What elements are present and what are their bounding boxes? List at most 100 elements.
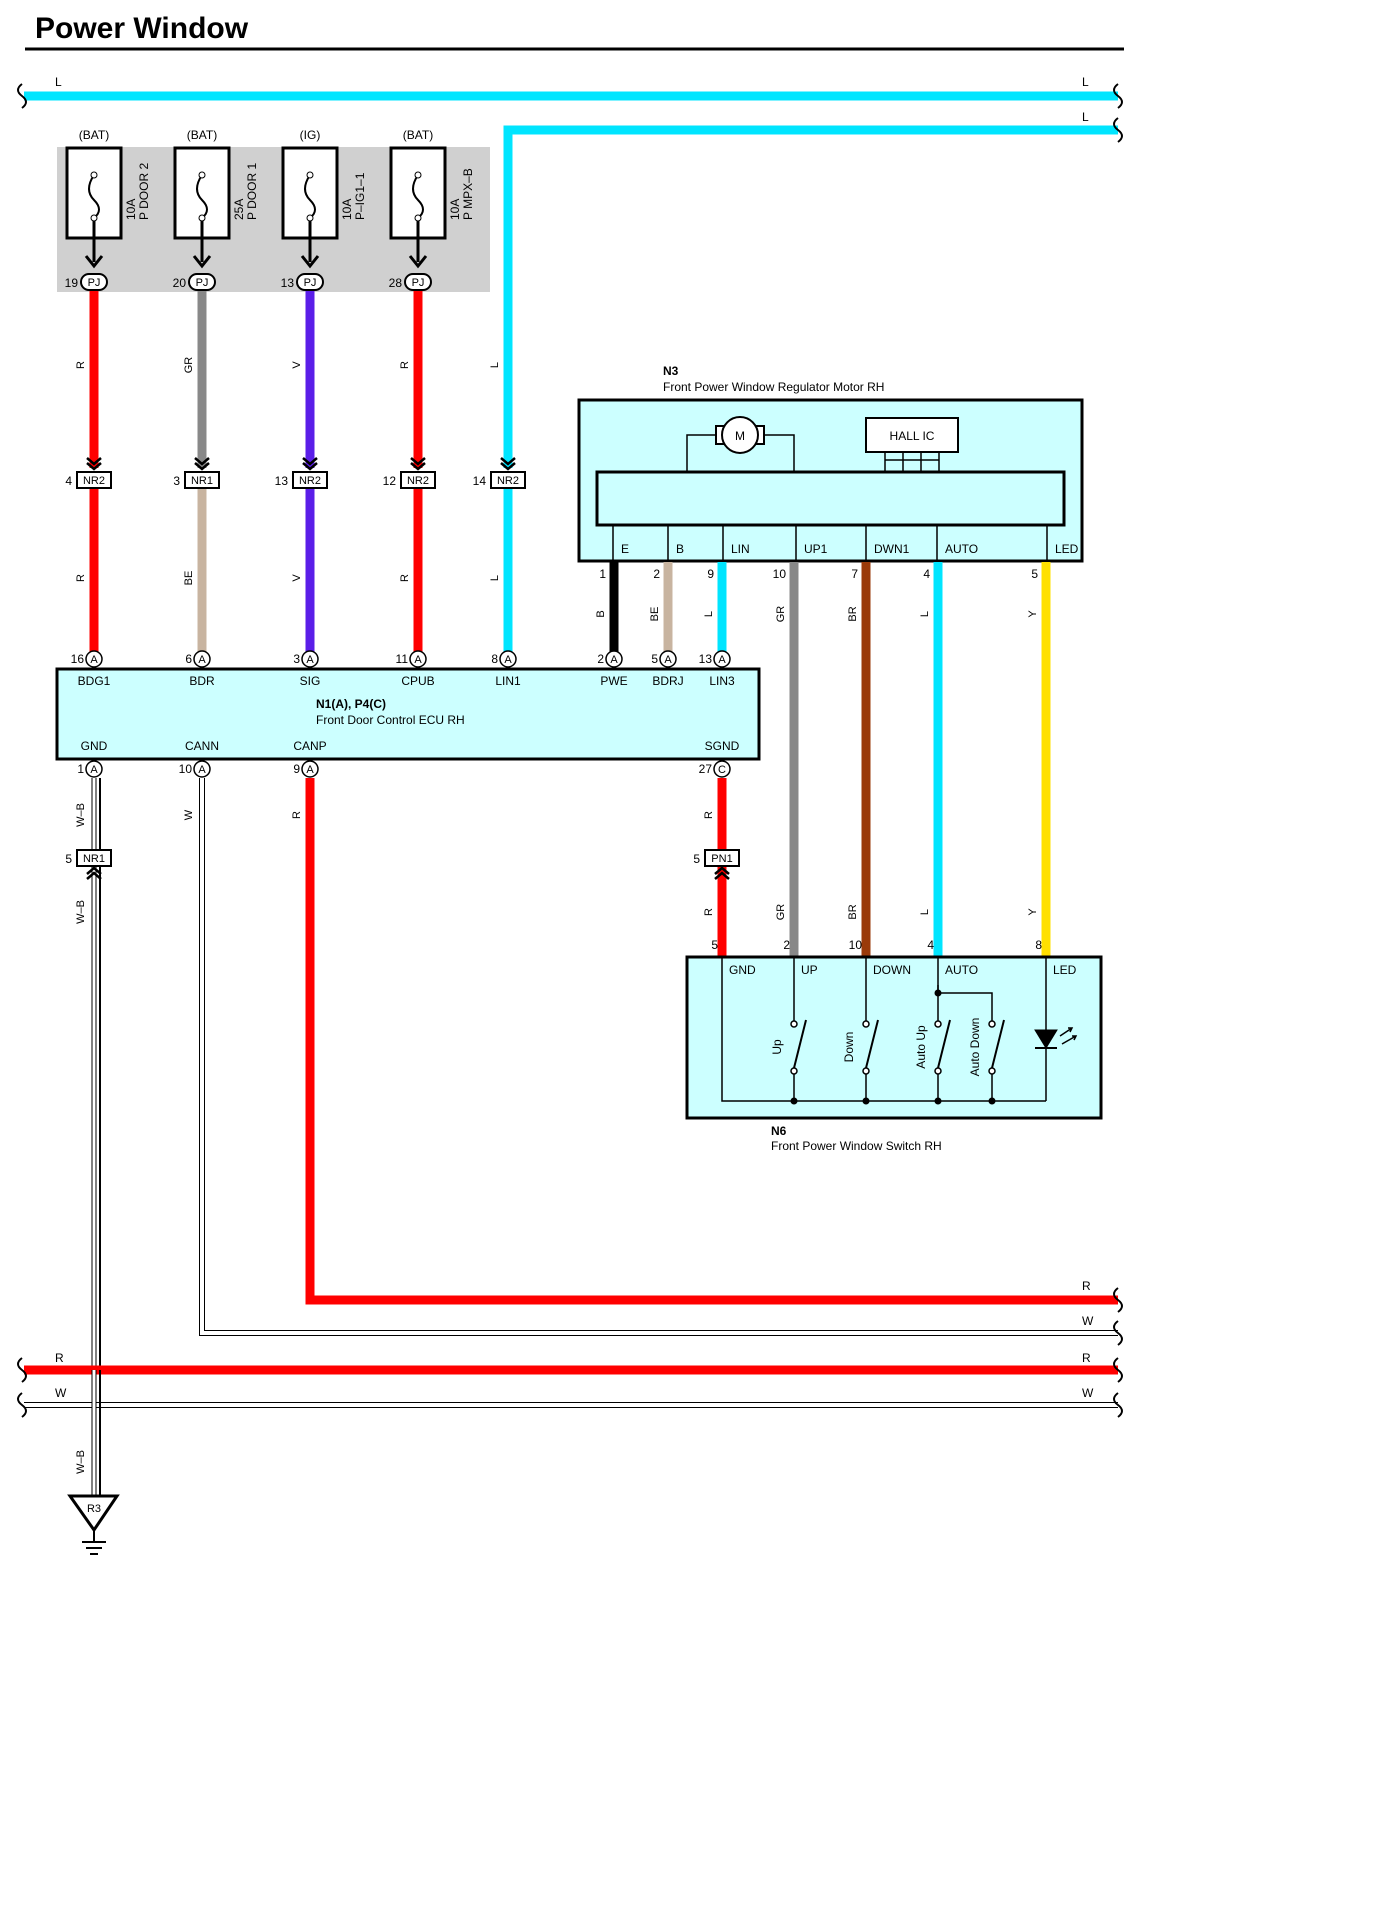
junction-4-label: NR2 [407, 475, 429, 487]
fuse-2-supply: (BAT) [187, 128, 217, 142]
fuse-2-dot-bottom [198, 214, 206, 222]
cann-break [1113, 1320, 1123, 1346]
ecu-pin-lin1-circle [499, 650, 517, 668]
junction-4-wire-code: R [399, 574, 411, 582]
switch-terminal-up-pin: 2 [783, 938, 790, 952]
fuse-2-arrow-icon [192, 255, 212, 269]
hall-ic-label: HALL IC [890, 429, 935, 443]
junction-3-wire-code: V [291, 574, 303, 582]
ecu-pin-sgnd-number: 27 [699, 762, 713, 776]
motor-n3-inner-module [595, 470, 1066, 527]
fuse-3-wire-code: V [291, 361, 303, 369]
fuse-3-rating: 10A [340, 199, 354, 220]
fuse-3-dot-top [306, 171, 314, 179]
ecu-pin-cann-circle [193, 760, 211, 778]
motor-terminal-auto-label: AUTO [945, 542, 978, 556]
lower-junction-nr1-label: NR1 [83, 853, 105, 865]
switch-contact-down-label: Down [842, 1032, 856, 1063]
switch-contact-up-node [790, 1097, 798, 1105]
motor-auto-wire-code-bottom: L [919, 909, 931, 915]
ecu-pin-pwe-label: PWE [600, 674, 627, 688]
led-icon [1034, 1029, 1058, 1049]
motor-terminal-led-pin: 5 [1031, 567, 1038, 581]
fuse-3-arrow-icon [300, 255, 320, 269]
fuse-4-name: P MPX–B [461, 168, 475, 220]
fuse-1-pj-box [80, 273, 108, 291]
switch-terminal-led-pin: 8 [1035, 938, 1042, 952]
motor-terminal-e-pin: 1 [599, 567, 606, 581]
ecu-pin-bdrj-circle [659, 650, 677, 668]
motor-led-wire-code-bottom: Y [1027, 908, 1039, 916]
ecu-pin-sgnd-label: SGND [705, 739, 740, 753]
ecu-pin-canp-circle [301, 760, 319, 778]
junction-3-chevron-icon [302, 457, 318, 471]
fuse-3-pin: 13 [281, 276, 295, 290]
ground-r3-triangle [67, 1494, 120, 1533]
lower-junction-pn1-box [704, 849, 740, 867]
ecu-pin-canp-letter: A [306, 764, 314, 776]
switch-terminal-up-label: UP [801, 963, 818, 977]
ecu-pin-lin3-number: 13 [699, 652, 713, 666]
junction-5-box [490, 471, 526, 489]
fuse-4-conn: PJ [412, 277, 425, 289]
junction-4-pin: 12 [383, 474, 397, 488]
switch-contact-auto-down-node [988, 1097, 996, 1105]
fuse-1-rating: 10A [124, 199, 138, 220]
junction-5-pin: 14 [473, 474, 487, 488]
ecu-box [55, 667, 761, 761]
motor-e-wire-code: B [595, 610, 607, 617]
motor-terminal-up1-label: UP1 [804, 542, 828, 556]
switch-terminal-auto-pin: 4 [927, 938, 934, 952]
switch-terminal-gnd-pin: 5 [711, 938, 718, 952]
ground-r3-label: R3 [87, 1503, 101, 1515]
motor-up-wire-code-bottom: GR [775, 904, 787, 921]
fuse-2-rating: 25A [232, 199, 246, 220]
switch-contact-down-dot-top [862, 1020, 870, 1028]
fuse-1-pin: 19 [65, 276, 79, 290]
fuse-2-conn: PJ [196, 277, 209, 289]
ecu-pin-cann-letter: A [198, 764, 206, 776]
bus-w-label-right: W [1082, 1386, 1094, 1400]
fuse-2-element-icon [196, 174, 208, 219]
canp-wire-code: R [291, 811, 303, 819]
ecu-pin-gnd-letter: A [90, 764, 98, 776]
fuse-2-pin: 20 [173, 276, 187, 290]
lower-junction-pn1-label: PN1 [711, 853, 732, 865]
switch-contact-down-dot-bottom [862, 1067, 870, 1075]
ecu-pin-cpub-letter: A [414, 654, 422, 666]
motor-terminal-b-pin: 2 [653, 567, 660, 581]
fuse-1-arrow-icon [84, 255, 104, 269]
motor-id: N3 [663, 364, 679, 378]
motor-terminal-e-label: E [621, 542, 629, 556]
motor-lin-wire-code: L [703, 611, 715, 617]
switch-contact-up-dot-bottom [790, 1067, 798, 1075]
ecu-pin-canp-label: CANP [293, 739, 326, 753]
junction-5-chevron-icon [500, 457, 516, 471]
lower-junction-pn1-chevron-icon [714, 866, 730, 880]
junction-1-label: NR2 [83, 475, 105, 487]
junction-3-box [292, 471, 328, 489]
bus-w-label-left: W [55, 1386, 67, 1400]
switch-name: Front Power Window Switch RH [771, 1139, 942, 1153]
ecu-pin-sgnd-circle [713, 760, 731, 778]
fuse-4-arrow-icon [408, 255, 428, 269]
junction-2-box [184, 471, 220, 489]
ecu-pin-cpub-number: 11 [396, 652, 409, 666]
motor-name: Front Power Window Regulator Motor RH [663, 380, 884, 394]
lower-junction-nr1-pin: 5 [65, 852, 72, 866]
motor-leads [686, 434, 795, 472]
fuse-4-dot-top [414, 171, 422, 179]
ecu-pin-cpub-circle [409, 650, 427, 668]
motor-auto-wire-code-top: L [919, 611, 931, 617]
cann-bus-label: W [1082, 1314, 1094, 1328]
junction-4-chevron-icon [410, 457, 426, 471]
junction-2-chevron-icon [194, 457, 210, 471]
junction-1-wire-code: R [75, 574, 87, 582]
fuse-3-pj-box [296, 273, 324, 291]
motor-icon [721, 416, 759, 454]
gnd-wire-code-mid: W–B [75, 900, 87, 924]
fuse-1-wire-code: R [75, 361, 87, 369]
junction-4-box [400, 471, 436, 489]
ecu-pin-bdr-label: BDR [189, 674, 215, 688]
motor-terminal-lin-label: LIN [731, 542, 750, 556]
